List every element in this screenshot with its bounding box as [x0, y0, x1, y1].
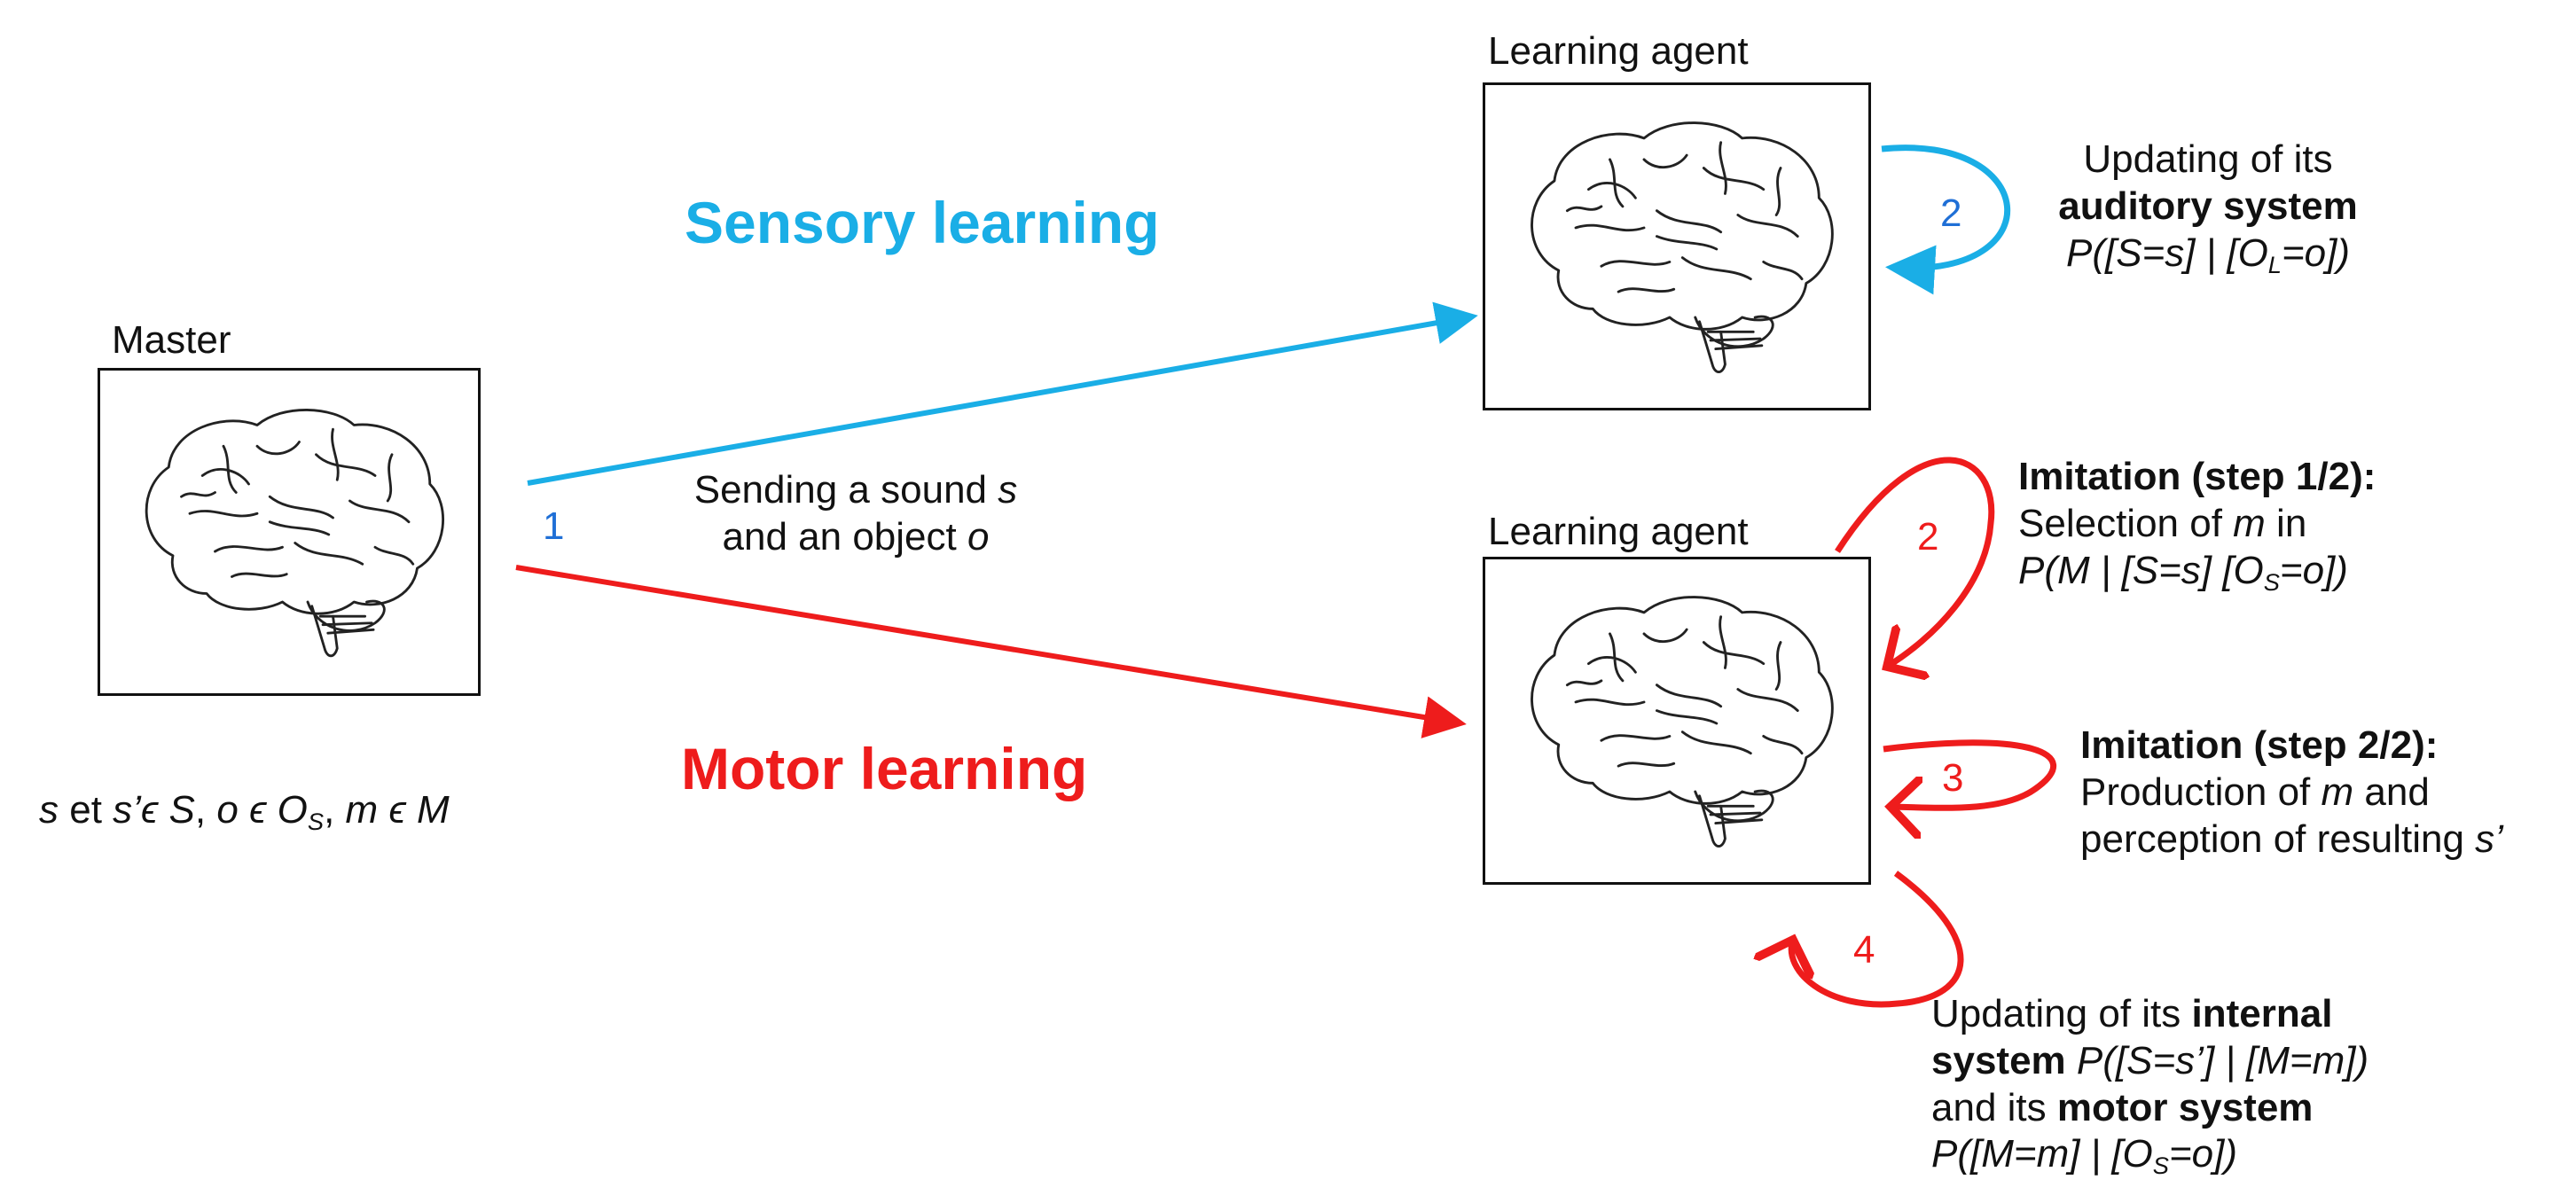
agent-top-brain-box	[1483, 82, 1871, 410]
update-loop-arrow	[1791, 871, 1964, 1008]
step-4-number: 4	[1853, 928, 1875, 972]
master-brain-box	[98, 368, 481, 696]
sensory-arrow	[527, 301, 1478, 486]
step-2-red-number: 2	[1917, 515, 1939, 559]
imitation-step1-text: Imitation (step 1/2): Selection of m in …	[2018, 455, 2376, 596]
agent-bottom-brain-box	[1483, 557, 1871, 885]
agent-top-brain-image	[1531, 121, 1834, 374]
motor-learning-title: Motor learning	[681, 736, 1088, 801]
auditory-loop-arrow	[1881, 145, 2011, 295]
agent-bottom-brain-image	[1531, 596, 1834, 848]
master-label: Master	[112, 318, 231, 362]
sensory-learning-title: Sensory learning	[685, 190, 1160, 255]
imitation2-loop-arrow	[1883, 739, 2057, 809]
agent-top-label: Learning agent	[1488, 29, 1749, 73]
sending-text: Sending a sound s and an object o	[693, 468, 1018, 559]
internal-update-text: Updating of its internal system P([S=s’]…	[1931, 992, 2369, 1180]
step-2-blue-number: 2	[1940, 191, 1962, 235]
master-brain-image	[145, 408, 445, 658]
sets-formula: s et s’ϵ S, o ϵ OS, m ϵ M	[39, 788, 450, 836]
step-1-number: 1	[543, 504, 565, 548]
agent-bottom-label: Learning agent	[1488, 510, 1749, 553]
imitation1-loop-arrow	[1835, 457, 1995, 667]
imitation-step2-text: Imitation (step 2/2): Production of m an…	[2080, 723, 2503, 861]
motor-arrow	[515, 565, 1467, 738]
auditory-update-text: Updating of its auditory system P([S=s] …	[2058, 137, 2358, 278]
step-3-number: 3	[1942, 756, 1964, 800]
